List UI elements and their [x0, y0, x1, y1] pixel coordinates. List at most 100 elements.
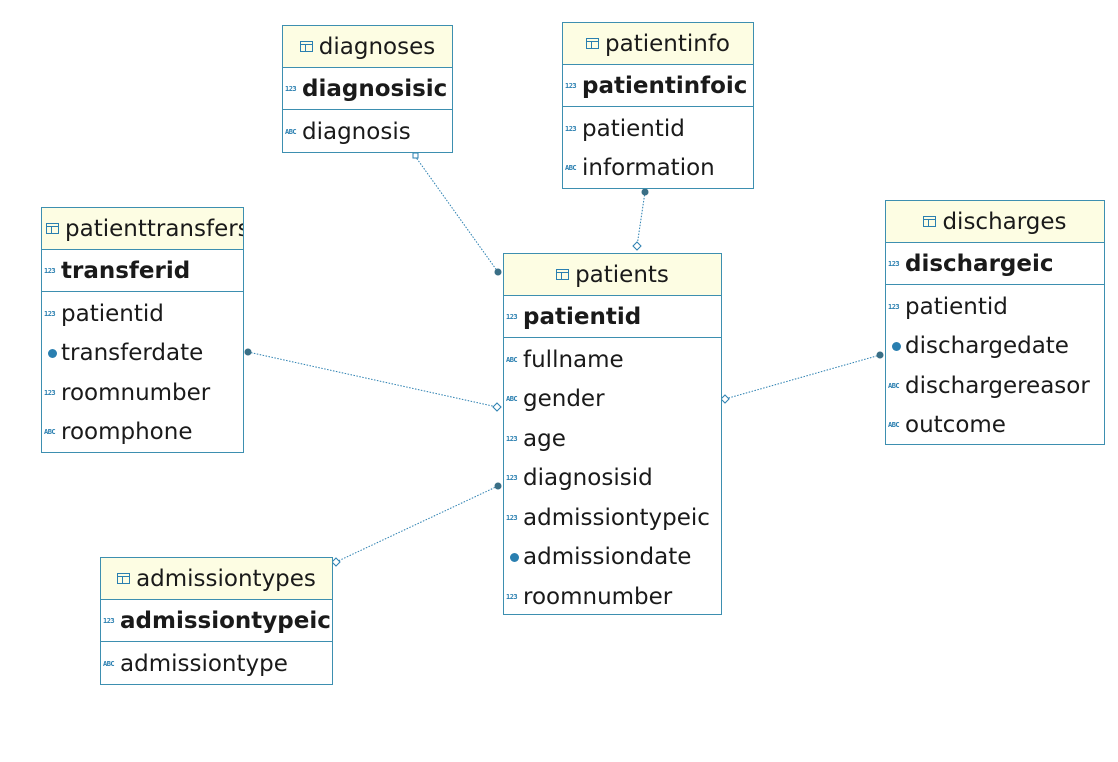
column-row[interactable]: 123 patientid — [42, 294, 243, 334]
table-icon — [586, 38, 599, 49]
column-name: transferdate — [61, 340, 204, 367]
entity-admissiontypes[interactable]: admissiontypes 123 admissiontypeic ABC a… — [100, 557, 333, 685]
text-type-icon: ABC — [506, 355, 518, 364]
column-row[interactable]: ABC information — [563, 149, 753, 189]
column-name: age — [523, 425, 566, 452]
connector-end-square — [412, 152, 419, 159]
entity-header: diagnoses — [283, 26, 452, 68]
primary-key-name: patientid — [523, 303, 642, 330]
number-type-icon: 123 — [506, 513, 518, 522]
column-name: roomnumber — [61, 379, 211, 406]
entity-patientinfo[interactable]: patientinfo 123 patientinfoic 123 patien… — [562, 22, 754, 189]
column-name: admissiontypeic — [523, 504, 710, 531]
column-name: patientid — [905, 293, 1008, 320]
column-name: roomphone — [61, 419, 193, 446]
connector-diagnoses-patients — [414, 155, 499, 273]
column-row[interactable]: 123 roomnumber — [504, 577, 721, 614]
column-list: 123 patientid ABC information — [563, 107, 753, 189]
column-list: 123 patientid transferdate 123 roomnumbe… — [42, 292, 243, 453]
connector-end-dot — [494, 268, 502, 276]
date-type-icon — [888, 341, 904, 351]
column-list: ABC fullname ABC gender 123 age 123 diag… — [504, 338, 721, 614]
column-row[interactable]: ABC roomphone — [42, 413, 243, 453]
key-number-icon: 123 — [506, 312, 518, 321]
column-name: roomnumber — [523, 583, 673, 610]
table-icon — [923, 216, 937, 227]
connector-end-diamond — [720, 394, 730, 404]
column-row[interactable]: transferdate — [42, 334, 243, 374]
connector-end-dot — [876, 351, 884, 359]
text-type-icon: ABC — [888, 381, 900, 390]
column-row[interactable]: ABC diagnosis — [283, 112, 452, 152]
connector-admissiontypes-patients — [335, 485, 499, 563]
column-row[interactable]: admissiondate — [504, 538, 721, 578]
date-type-icon — [44, 348, 60, 358]
primary-key-name: diagnosisic — [302, 75, 448, 102]
connector-end-dot — [494, 482, 502, 490]
number-type-icon: 123 — [888, 302, 900, 311]
primary-key-row[interactable]: 123 admissiontypeic — [101, 600, 332, 642]
entity-header: patienttransfers — [42, 208, 243, 250]
column-row[interactable]: ABC outcome — [886, 406, 1104, 445]
key-number-icon: 123 — [44, 266, 56, 275]
number-type-icon: 123 — [506, 434, 518, 443]
primary-key-row[interactable]: 123 patientinfoic — [563, 65, 753, 107]
entity-diagnoses[interactable]: diagnoses 123 diagnosisic ABC diagnosis — [282, 25, 453, 153]
primary-key-row[interactable]: 123 dischargeic — [886, 243, 1104, 285]
date-type-icon — [506, 552, 522, 562]
column-row[interactable]: 123 patientid — [563, 109, 753, 149]
column-row[interactable]: ABC dischargereasor — [886, 366, 1104, 406]
text-type-icon: ABC — [103, 659, 115, 668]
column-name: diagnosisid — [523, 465, 653, 492]
primary-key-name: transferid — [61, 257, 191, 284]
connector-discharges-patients — [724, 354, 881, 400]
entity-header: admissiontypes — [101, 558, 332, 600]
primary-key-row[interactable]: 123 transferid — [42, 250, 243, 292]
entity-patients[interactable]: patients 123 patientid ABC fullname ABC … — [503, 253, 722, 615]
primary-key-name: dischargeic — [905, 250, 1054, 277]
primary-key-row[interactable]: 123 diagnosisic — [283, 68, 452, 110]
column-row[interactable]: dischargedate — [886, 327, 1104, 367]
column-list: ABC diagnosis — [283, 110, 452, 152]
table-icon — [299, 41, 313, 52]
primary-key-name: admissiontypeic — [120, 607, 331, 634]
text-type-icon: ABC — [565, 164, 577, 173]
column-row[interactable]: ABC admissiontype — [101, 644, 332, 684]
table-icon — [46, 223, 59, 234]
column-name: admissiontype — [120, 650, 288, 677]
number-type-icon: 123 — [506, 592, 518, 601]
entity-title: discharges — [942, 208, 1067, 235]
number-type-icon: 123 — [506, 474, 518, 483]
column-row[interactable]: 123 admissiontypeic — [504, 498, 721, 538]
entity-title: diagnoses — [318, 33, 436, 60]
entity-header: discharges — [886, 201, 1104, 243]
column-name: gender — [523, 386, 605, 413]
number-type-icon: 123 — [44, 388, 56, 397]
key-number-icon: 123 — [103, 616, 115, 625]
key-number-icon: 123 — [565, 81, 577, 90]
entity-discharges[interactable]: discharges 123 dischargeic 123 patientid… — [885, 200, 1105, 445]
text-type-icon: ABC — [888, 421, 900, 430]
column-row[interactable]: 123 patientid — [886, 287, 1104, 327]
connector-patienttransfers-patients — [247, 351, 498, 408]
connector-end-dot — [244, 348, 252, 356]
text-type-icon: ABC — [44, 428, 56, 437]
column-list: 123 patientid dischargedate ABC discharg… — [886, 285, 1104, 445]
column-row[interactable]: ABC gender — [504, 380, 721, 420]
key-number-icon: 123 — [285, 84, 297, 93]
entity-header: patientinfo — [563, 23, 753, 65]
column-row[interactable]: 123 age — [504, 419, 721, 459]
connector-end-diamond — [331, 557, 341, 567]
entity-patienttransfers[interactable]: patienttransfers 123 transferid 123 pati… — [41, 207, 244, 453]
primary-key-name: patientinfoic — [582, 72, 748, 99]
number-type-icon: 123 — [44, 309, 56, 318]
column-row[interactable]: 123 roomnumber — [42, 373, 243, 413]
text-type-icon: ABC — [285, 127, 297, 136]
column-row[interactable]: ABC fullname — [504, 340, 721, 380]
column-name: dischargereasor — [905, 372, 1090, 399]
column-row[interactable]: 123 diagnosisid — [504, 459, 721, 499]
column-name: patientid — [61, 300, 164, 327]
entity-title: patienttransfers — [65, 215, 243, 242]
primary-key-row[interactable]: 123 patientid — [504, 296, 721, 338]
text-type-icon: ABC — [506, 395, 518, 404]
